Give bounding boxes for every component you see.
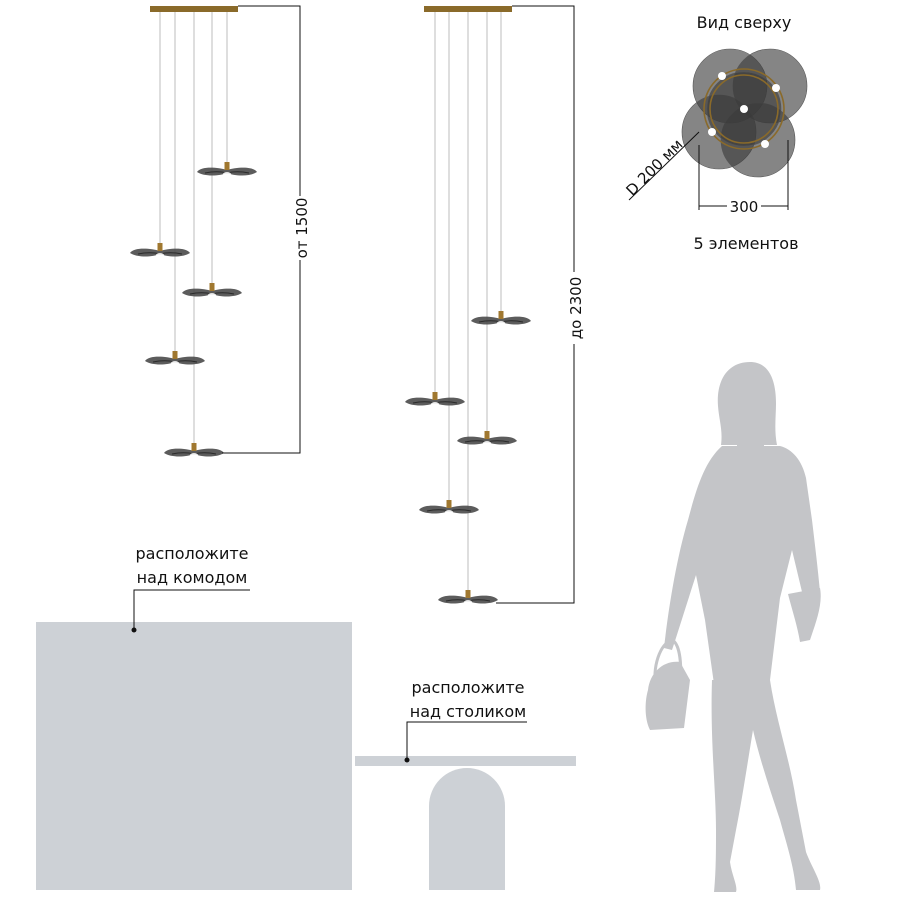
pendant-lamp [418, 499, 480, 515]
pendant-set-short: от 1500 [129, 5, 312, 458]
dresser-label-line2: над комодом [137, 568, 248, 587]
canopy-right [424, 6, 512, 12]
table-callout-dot [404, 757, 410, 763]
table-label-line2: над столиком [410, 702, 526, 721]
top-view-dimensions [628, 131, 789, 210]
dresser: расположите над комодом [36, 544, 352, 890]
pendant-lamp [181, 282, 243, 298]
canopy-rings [703, 68, 785, 150]
suspension-cables-right [434, 12, 502, 590]
width-label: 300 [730, 198, 759, 216]
coffee-table: расположите над столиком [355, 678, 576, 890]
pendant-lamp [404, 391, 466, 407]
dimension-label-bg [564, 272, 586, 344]
pendant-lamp [129, 242, 191, 258]
diameter-label: D 200 мм [623, 136, 687, 200]
pendant-lamp [470, 310, 532, 326]
dimension-line-min [222, 5, 301, 454]
dresser-callout-line [133, 589, 250, 630]
min-height-label: от 1500 [293, 198, 311, 259]
top-view-diagram: Вид сверху 300 D 200 мм 5 эле [623, 13, 808, 253]
handbag-strap [653, 638, 683, 691]
dresser-shape [36, 622, 352, 890]
person-silhouette [645, 362, 821, 892]
pendant-set-long: до 2300 [404, 5, 586, 605]
top-view-title: Вид сверху [697, 13, 792, 32]
light-points [708, 72, 780, 148]
table-top [355, 756, 576, 766]
dresser-callout-dot [131, 627, 137, 633]
table-base [429, 768, 505, 890]
dimension-line-max [496, 5, 575, 604]
dimension-label-bg [290, 196, 312, 260]
max-height-label: до 2300 [567, 277, 585, 340]
table-callout-line [406, 721, 527, 760]
pendant-lamp [144, 350, 206, 366]
pendant-lamp [163, 442, 225, 458]
suspension-cables-left [159, 12, 228, 444]
table-label-line1: расположите [412, 678, 525, 697]
pendant-lamp [196, 161, 258, 177]
dresser-label-line1: расположите [136, 544, 249, 563]
pendant-lamp [437, 589, 499, 605]
canopy-left [150, 6, 238, 12]
elements-count-label: 5 элементов [693, 234, 798, 253]
pendant-lamp [456, 430, 518, 446]
